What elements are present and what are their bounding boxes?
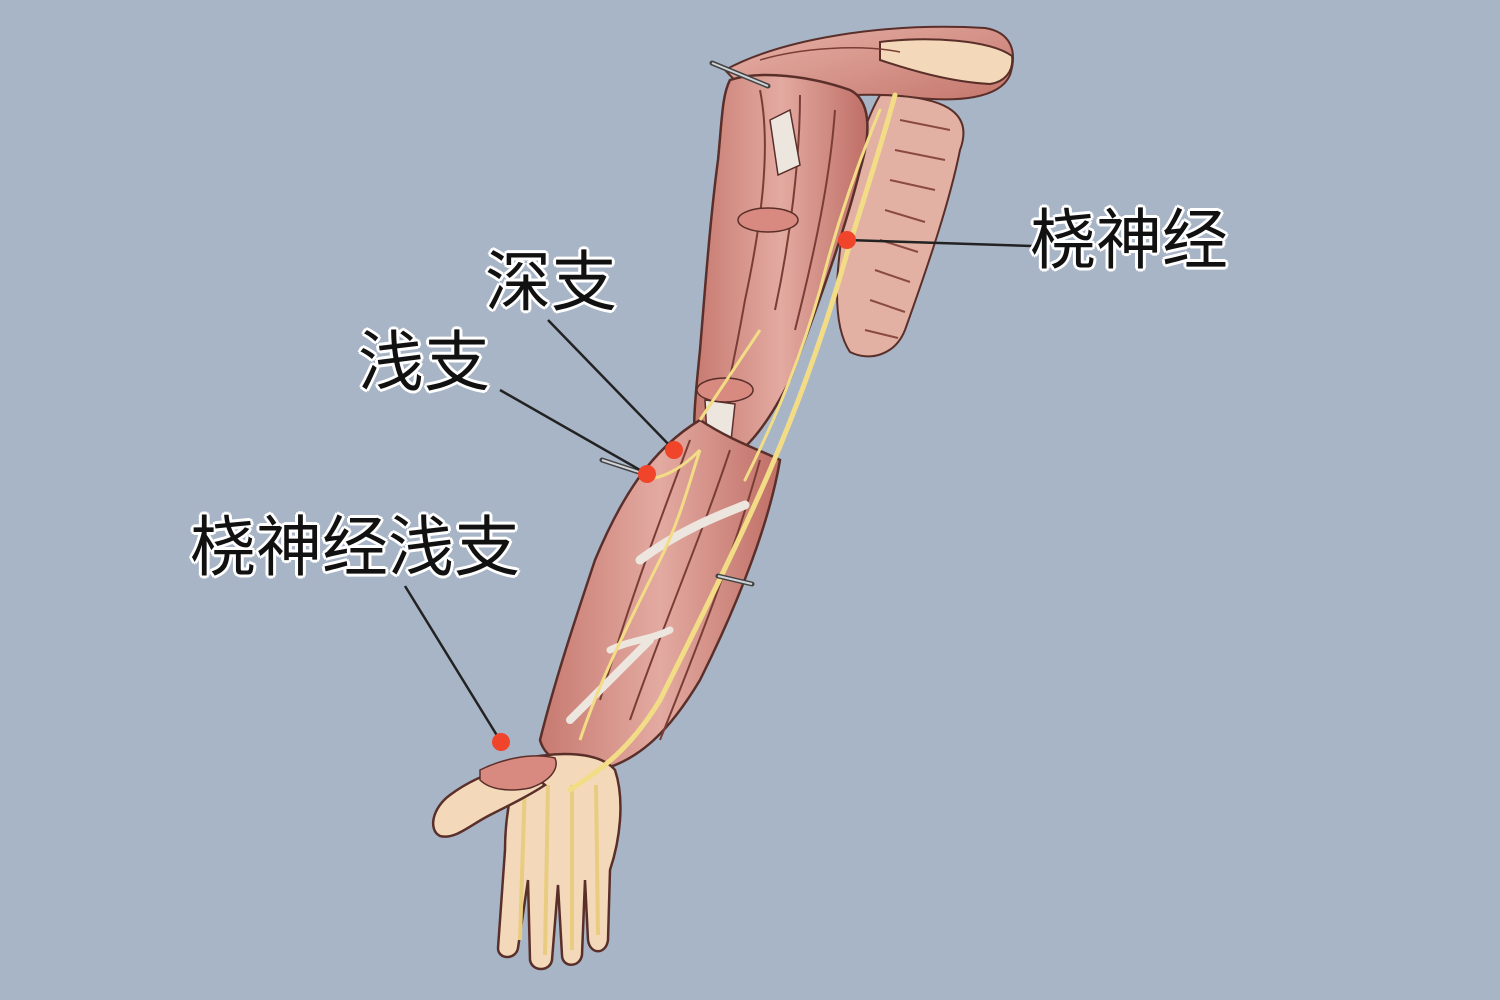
- label-superficial-branch: 浅支: [358, 324, 490, 401]
- leader-line-radial-superficial-branch: [403, 585, 503, 743]
- marker-radial-nerve: [838, 231, 856, 249]
- nerve-paths: [567, 92, 898, 793]
- leader-lines: [403, 238, 1033, 743]
- marker-deep-branch: [665, 441, 683, 459]
- marker-radial-superficial-branch: [492, 733, 510, 751]
- dissection-pins: [599, 60, 771, 587]
- upper-arm: [693, 73, 869, 467]
- chest-wall: [836, 93, 965, 358]
- hand: [431, 752, 622, 971]
- leader-line-superficial-branch: [499, 388, 648, 476]
- markers: [492, 231, 856, 751]
- marker-superficial-branch: [638, 465, 656, 483]
- label-deep-branch: 深支: [485, 244, 617, 321]
- leader-line-deep-branch: [547, 319, 675, 451]
- leader-line-radial-nerve: [846, 238, 1033, 248]
- label-radial-nerve: 桡神经: [1030, 202, 1228, 279]
- label-radial-superficial-branch: 桡神经浅支: [190, 509, 520, 586]
- forearm: [538, 418, 782, 772]
